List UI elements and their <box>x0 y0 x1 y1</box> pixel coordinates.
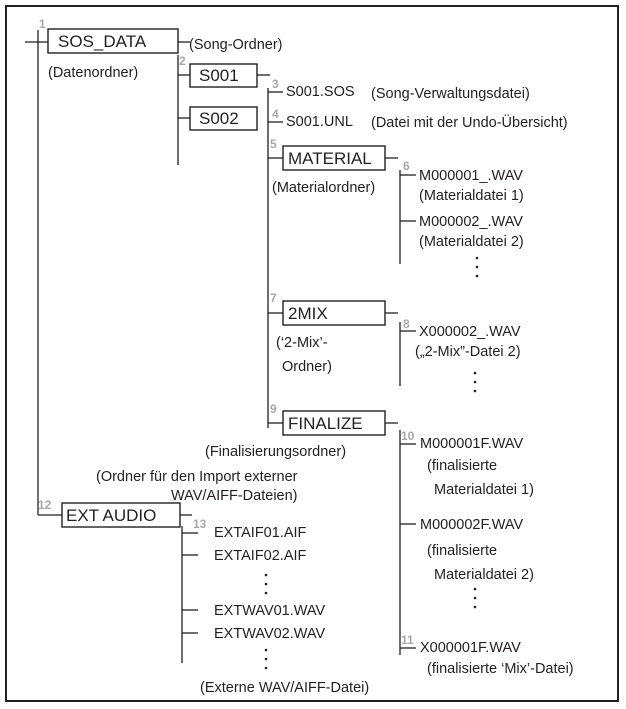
folder-ext-audio: EXT AUDIO 12 <box>38 498 181 528</box>
annotation-2mix-datei: („2-Mix”-Datei 2) <box>415 344 521 360</box>
ellipsis-ext-aif <box>264 573 268 595</box>
annotation-song-ordner: (Song-Ordner) <box>189 37 282 53</box>
file-m000002-wav: M000002_.WAV <box>419 214 523 230</box>
annotations: (Song-Ordner) (Datenordner) (Song-Verwal… <box>48 37 574 696</box>
folder-label: FINALIZE <box>288 414 363 433</box>
file-extwav02-wav: EXTWAV02.WAV <box>214 626 326 642</box>
file-s001-unl: S001.UNL <box>286 114 353 130</box>
folder-s002: S002 <box>189 106 258 131</box>
file-extwav01-wav: EXTWAV01.WAV <box>214 603 326 619</box>
folder-label: 2MIX <box>288 304 328 323</box>
step-number: 2 <box>179 54 186 68</box>
annotation-materialdatei-1: (Materialdatei 1) <box>419 188 524 204</box>
step-number: 6 <box>403 159 410 173</box>
step-number: 12 <box>38 498 52 512</box>
step-number: 13 <box>193 517 207 531</box>
annotation-2mix-ordner-line2: Ordner) <box>282 359 332 375</box>
file-x000001f-wav: X000001F.WAV <box>420 640 521 656</box>
annotation-import-line2: WAV/AIFF-Dateien) <box>171 488 298 504</box>
file-x000002-wav: X000002_.WAV <box>419 324 521 340</box>
ellipsis-material <box>475 256 479 278</box>
folder-material: MATERIAL 5 <box>270 137 386 171</box>
step-number: 1 <box>39 17 46 31</box>
annotation-materialdatei-2: (Materialdatei 2) <box>419 234 524 250</box>
file-m000002f-wav: M000002F.WAV <box>420 517 523 533</box>
step-number: 11 <box>401 633 414 647</box>
step-number: 9 <box>270 402 277 416</box>
step-number: 5 <box>270 137 277 151</box>
folder-finalize: FINALIZE 9 <box>270 402 386 436</box>
ellipsis-2mix <box>473 371 477 393</box>
connector-lines <box>25 30 416 663</box>
step-number: 3 <box>272 77 279 91</box>
diagram-frame <box>5 5 619 702</box>
annotation-final-mat1-line1: (finalisierte <box>427 458 497 474</box>
files: 3 S001.SOS 4 S001.UNL 6 M000001_.WAV M00… <box>193 77 523 656</box>
folder-label: SOS_DATA <box>58 32 147 51</box>
file-s001-sos: S001.SOS <box>286 84 355 100</box>
folder-label: S002 <box>199 109 239 128</box>
annotation-final-mat2-line2: Materialdatei 2) <box>434 567 534 583</box>
folder-label: EXT AUDIO <box>66 506 156 525</box>
ellipsis-finalize <box>473 587 477 609</box>
annotation-final-mat2-line1: (finalisierte <box>427 543 497 559</box>
file-extaif02-aif: EXTAIF02.AIF <box>214 548 307 564</box>
annotation-import-line1: (Ordner für den Import externer <box>96 469 298 485</box>
step-number: 7 <box>270 291 277 305</box>
annotation-2mix-ordner-line1: (‘2-Mix’- <box>276 335 328 351</box>
annotation-song-verwaltung: (Song-Verwaltungsdatei) <box>371 86 530 102</box>
annotation-final-mix: (finalisierte ‘Mix’-Datei) <box>427 661 574 677</box>
annotation-materialordner: (Materialordner) <box>272 180 375 196</box>
folder-sos-data: SOS_DATA 1 <box>39 17 179 54</box>
folder-label: MATERIAL <box>288 149 372 168</box>
folder-s001: S001 2 <box>179 54 258 88</box>
annotation-extern: (Externe WAV/AIFF-Datei) <box>200 680 369 696</box>
annotation-final-mat1-line2: Materialdatei 1) <box>434 482 534 498</box>
annotation-undo: (Datei mit der Undo-Übersicht) <box>371 113 568 131</box>
file-m000001f-wav: M000001F.WAV <box>420 436 523 452</box>
folder-2mix: 2MIX 7 <box>270 291 386 326</box>
folder-label: S001 <box>199 66 239 85</box>
ellipsis-markers <box>264 256 479 670</box>
annotation-finalisierungsordner: (Finalisierungsordner) <box>205 444 346 460</box>
step-number: 10 <box>401 429 415 443</box>
annotation-datenordner: (Datenordner) <box>48 65 138 81</box>
file-extaif01-aif: EXTAIF01.AIF <box>214 525 307 541</box>
step-number: 4 <box>272 107 279 121</box>
ellipsis-ext-wav <box>264 648 268 670</box>
file-m000001-wav: M000001_.WAV <box>419 168 523 184</box>
step-number: 8 <box>403 317 410 331</box>
